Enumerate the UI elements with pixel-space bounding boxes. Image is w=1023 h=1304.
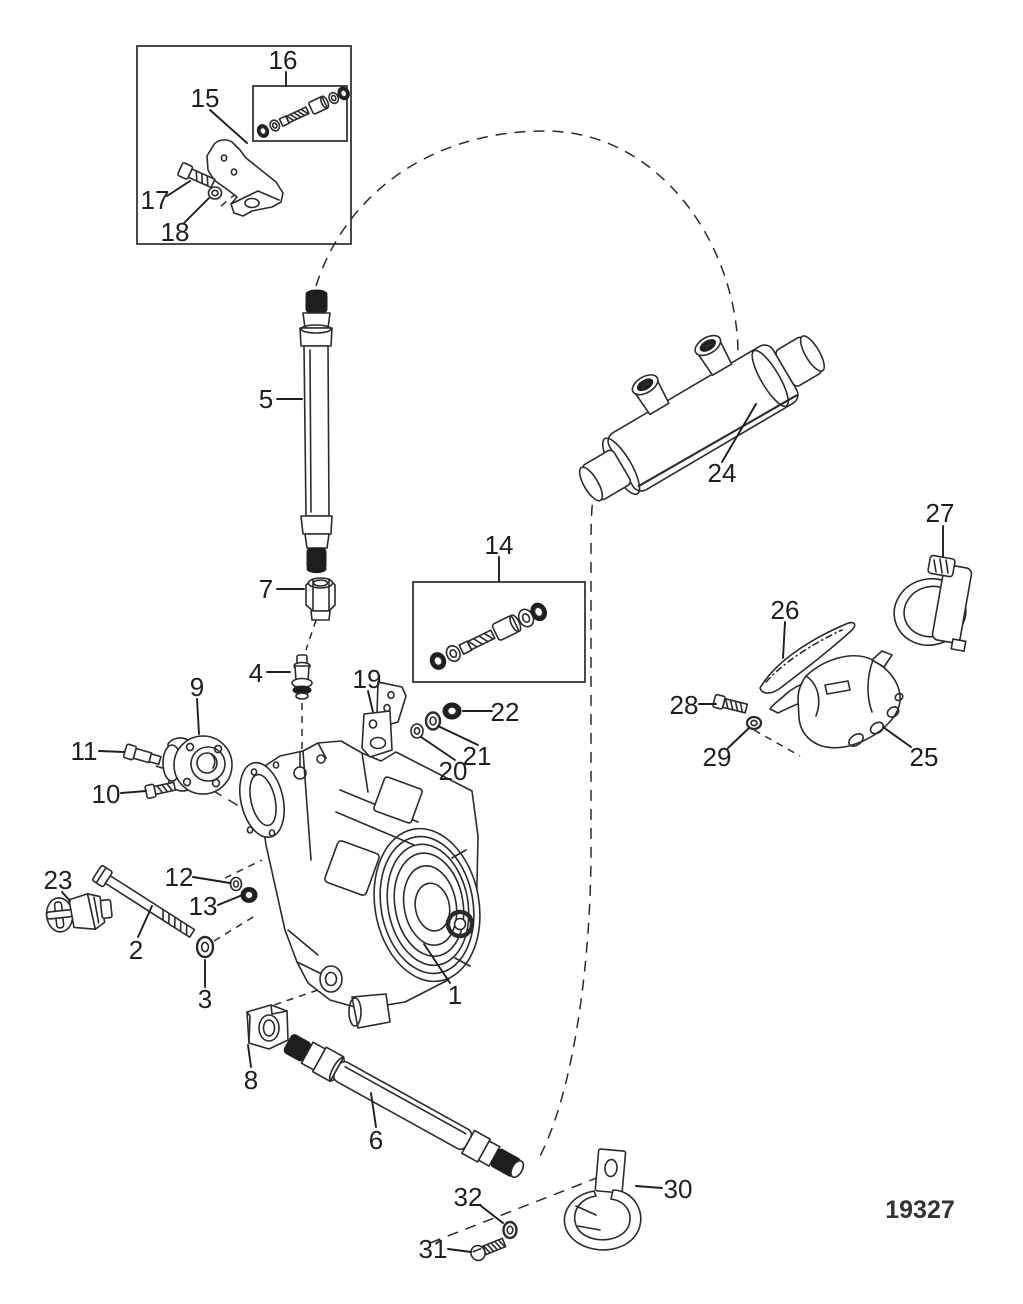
callout-31: 31 <box>419 1234 448 1264</box>
detail-box-bracket <box>136 45 352 245</box>
callout-27: 27 <box>926 498 955 528</box>
callout-22: 22 <box>491 697 520 727</box>
part-screw-kit-16 <box>256 86 350 138</box>
part-fitting-4 <box>291 654 313 700</box>
callout-labels: 1 2 3 4 5 6 7 8 9 10 11 12 13 14 15 16 1… <box>44 45 955 1264</box>
callout-1: 1 <box>448 980 462 1010</box>
part-nut-13 <box>240 887 258 903</box>
part-shield-25 <box>769 650 904 749</box>
part-screw-28 <box>712 693 749 714</box>
callout-17: 17 <box>141 185 170 215</box>
callout-7: 7 <box>259 574 273 604</box>
part-hose-clamp-27 <box>893 554 973 652</box>
part-screw-10 <box>144 781 177 800</box>
callout-14: 14 <box>485 530 514 560</box>
part-screw-31 <box>470 1237 507 1262</box>
part-washer-29 <box>745 715 763 731</box>
callout-28: 28 <box>670 690 699 720</box>
part-cooler-24 <box>578 334 826 502</box>
callout-29: 29 <box>703 742 732 772</box>
callout-24: 24 <box>708 458 737 488</box>
callout-23: 23 <box>44 865 73 895</box>
callout-26: 26 <box>771 595 800 625</box>
callout-5: 5 <box>259 384 273 414</box>
callout-13: 13 <box>189 891 218 921</box>
part-washer-18 <box>207 186 223 200</box>
detail-box-14 <box>412 581 586 683</box>
part-fitting-7 <box>305 577 336 621</box>
part-washer-3 <box>195 935 215 959</box>
part-sensor-23 <box>45 893 113 933</box>
callout-3: 3 <box>198 984 212 1014</box>
part-sleeve-26 <box>759 621 856 694</box>
part-washer-32 <box>502 1220 518 1240</box>
part-bolt-kit-14 <box>429 602 547 670</box>
callout-32: 32 <box>454 1182 483 1212</box>
callout-10: 10 <box>92 779 121 809</box>
callout-6: 6 <box>369 1125 383 1155</box>
part-washer-20 <box>410 723 424 739</box>
part-hose-5 <box>299 289 333 574</box>
callout-9: 9 <box>190 672 204 702</box>
part-screw-17 <box>177 162 216 189</box>
part-elbow-8 <box>246 1004 289 1050</box>
callout-19: 19 <box>353 664 382 694</box>
callout-18: 18 <box>161 217 190 247</box>
callout-15: 15 <box>191 83 220 113</box>
part-bracket-15 <box>206 139 284 217</box>
part-bolt-11 <box>122 743 162 766</box>
callout-8: 8 <box>244 1065 258 1095</box>
callout-25: 25 <box>910 742 939 772</box>
part-nut-22 <box>442 702 462 720</box>
part-transmission-1 <box>239 740 481 1029</box>
callout-20: 20 <box>439 756 468 786</box>
callout-16: 16 <box>269 45 298 75</box>
part-flange-9 <box>162 735 233 795</box>
callout-4: 4 <box>249 658 263 688</box>
callout-12: 12 <box>165 862 194 892</box>
callout-30: 30 <box>664 1174 693 1204</box>
callout-2: 2 <box>129 935 143 965</box>
part-washer-21 <box>424 711 442 731</box>
part-clamp-30 <box>563 1148 642 1251</box>
leader-lines <box>61 71 944 1253</box>
part-bracket-19 <box>361 681 407 758</box>
part-hose-6 <box>283 1034 525 1179</box>
callout-11: 11 <box>71 736 98 766</box>
part-washer-12 <box>229 876 243 892</box>
callout-21: 21 <box>463 741 492 771</box>
part-bolt-2 <box>92 864 196 939</box>
drawing-number: 19327 <box>885 1196 955 1224</box>
